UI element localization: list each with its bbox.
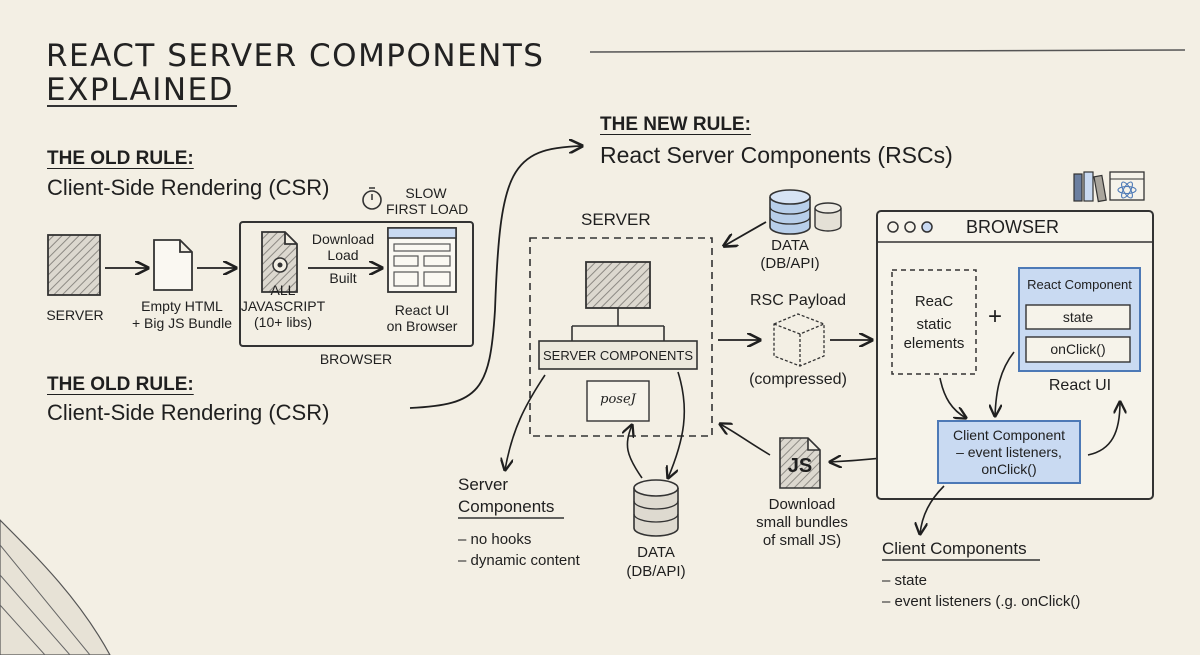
onclick-label: onClick() <box>1050 341 1106 357</box>
rsc-payload-label: RSC Payload <box>749 292 847 309</box>
page-title-line1: REACT SERVER COMPONENTS <box>46 38 545 74</box>
database-icon-top <box>769 189 842 235</box>
step-built: Built <box>329 270 357 286</box>
client-box-label-3: onClick() <box>981 461 1037 477</box>
client-box-label-1: Client Component <box>952 427 1066 443</box>
arrow-client-to-react-ui <box>1087 402 1120 456</box>
server-bullet: – no hooks <box>458 531 532 548</box>
new-rule-subheading: React Server Components (RSCs) <box>600 142 953 168</box>
server-components-note-heading-2: Components <box>458 497 555 516</box>
download-label-3: of small JS) <box>762 532 842 549</box>
server-dashed-box <box>529 237 713 437</box>
download-label-1: Download <box>768 496 836 513</box>
arrow-db-to-server <box>627 425 643 479</box>
window-dot-icon <box>921 221 933 233</box>
react-ui-label: React UI <box>1048 377 1112 394</box>
arrow-react-to-client <box>995 351 1015 416</box>
arrow-to-client-components-note <box>920 485 945 534</box>
old-server-label: SERVER <box>46 307 104 323</box>
old-browser-frame <box>239 221 474 347</box>
static-label-3: elements <box>903 335 965 352</box>
scribble-text: poseJ <box>600 392 636 407</box>
data-bottom-label-1: DATA <box>637 544 675 561</box>
data-top-label-2: (DB/API) <box>760 255 820 272</box>
database-icon-bottom <box>633 479 679 537</box>
react-logo-window-icon <box>1109 171 1145 201</box>
package-box-icon <box>773 313 825 367</box>
header-rule-line <box>589 49 1186 53</box>
server-components-note-heading-1: Server <box>458 475 509 494</box>
arrow-old-to-new-rule <box>409 146 582 409</box>
server-bullet: – dynamic content <box>458 552 580 569</box>
static-label-2: static <box>916 316 952 333</box>
old-rule-heading: THE OLD RULE: <box>47 148 194 169</box>
react-component-title: React Component <box>1027 277 1132 292</box>
client-bullet: – state <box>882 572 928 589</box>
ui-label-1: React UI <box>394 302 450 318</box>
server-components-box-label: SERVER COMPONENTS <box>542 348 693 363</box>
download-label-2: small bundles <box>756 514 848 531</box>
books-icon <box>1073 171 1107 203</box>
plus-sign: + <box>988 303 1003 330</box>
rsc-payload-note: (compressed) <box>749 371 847 388</box>
js-label-1: ALL <box>270 282 296 298</box>
page-title-line2: EXPLAINED <box>46 72 234 108</box>
state-label: state <box>1062 309 1094 325</box>
arrow-js-to-server <box>720 424 771 456</box>
data-bottom-label-2: (DB/API) <box>626 563 686 580</box>
ui-label-2: on Browser <box>386 318 458 334</box>
stopwatch-icon <box>362 190 382 210</box>
slow-label-1: SLOW <box>405 185 447 201</box>
empty-html-file-icon <box>153 239 193 291</box>
step-load: Load <box>327 247 359 263</box>
old-server-block <box>47 234 101 296</box>
arrow-to-server-components-note <box>505 374 546 470</box>
bundle-label-2: + Big JS Bundle <box>131 315 232 331</box>
server-label: SERVER <box>581 210 651 229</box>
js-icon-label: JS <box>787 455 813 477</box>
slow-label-2: FIRST LOAD <box>386 201 469 217</box>
old-browser-label: BROWSER <box>319 351 393 367</box>
client-components-note-heading: Client Components <box>882 539 1027 558</box>
window-dot-icon <box>887 221 899 233</box>
arrow-static-to-client <box>939 377 966 418</box>
arrow-server-to-db <box>668 371 686 478</box>
new-rule-heading: THE NEW RULE: <box>600 114 751 135</box>
js-label-2: JAVASCRIPT <box>240 298 326 314</box>
old-rule-subheading-repeat: Client-Side Rendering (CSR) <box>47 400 330 425</box>
static-label-1: ReaC <box>914 293 954 310</box>
client-component-box <box>937 420 1081 484</box>
static-elements-box <box>891 269 977 375</box>
client-box-label-2: – event listeners, <box>956 444 1062 460</box>
browser-label: BROWSER <box>966 217 1060 237</box>
scribble-card <box>586 380 650 422</box>
js-bundle-file-icon <box>779 437 821 489</box>
js-label-3: (10+ libs) <box>254 314 312 330</box>
old-rule-heading-repeat: THE OLD RULE: <box>47 374 194 395</box>
onclick-box <box>1025 336 1131 363</box>
server-monitor-icon <box>585 261 651 309</box>
server-components-box <box>538 340 698 370</box>
old-rule-subheading: Client-Side Rendering (CSR) <box>47 175 330 200</box>
step-download: Download <box>311 231 375 247</box>
bundle-label-1: Empty HTML <box>141 298 223 314</box>
window-dot-icon <box>904 221 916 233</box>
state-box <box>1025 304 1131 330</box>
arrow-data-to-server <box>724 221 767 246</box>
data-top-label-1: DATA <box>771 237 809 254</box>
page-curl-decoration <box>0 519 111 655</box>
client-bullet: – event listeners (.g. onClick() <box>882 593 1081 610</box>
